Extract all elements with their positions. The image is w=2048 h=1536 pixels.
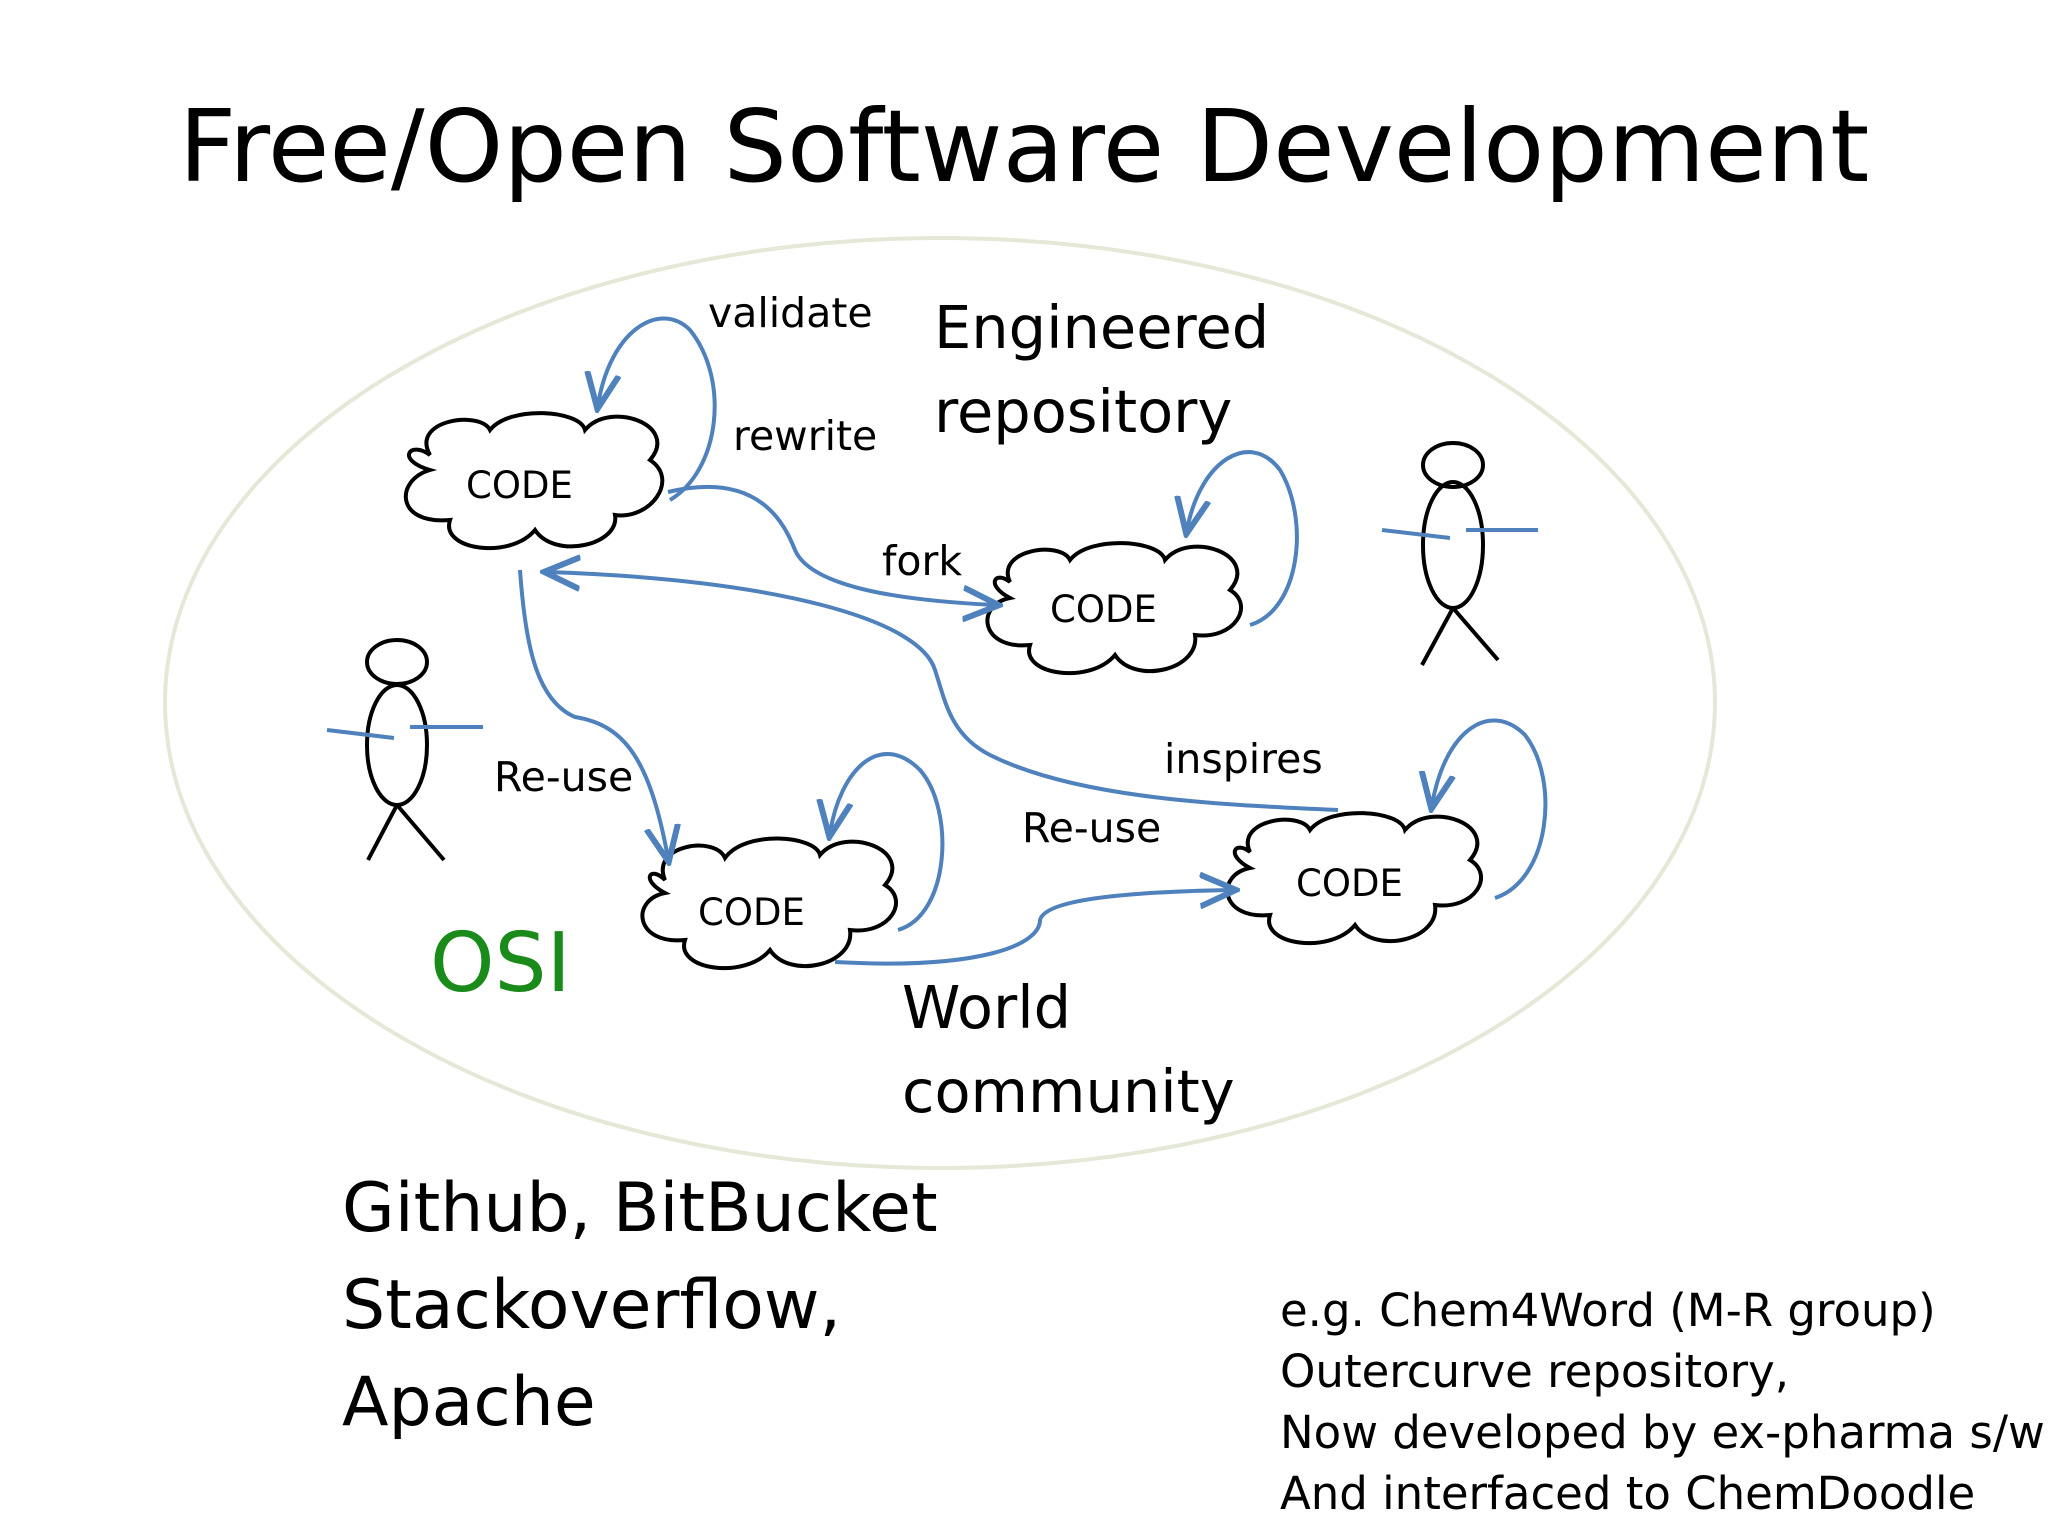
world-community-label: World community (902, 966, 1235, 1134)
person-figure-right (1420, 441, 1500, 666)
engineered-label-line-2: repository (934, 377, 1233, 446)
fork-arrow (667, 484, 995, 605)
person-figure-left (365, 638, 446, 862)
inspires-arrow (548, 572, 1339, 812)
bottom-left-text: Github, BitBucket Stackoverflow, Apache (342, 1160, 938, 1451)
community-ellipse (163, 236, 1717, 1170)
bottom-left-line-3: Apache (342, 1363, 596, 1442)
inspires-label: inspires (1164, 735, 1323, 783)
reuse-left-label: Re-use (494, 753, 634, 801)
reuse-left-arrow (518, 569, 668, 858)
bottom-right-line-2: Outercurve repository, (1280, 1345, 1790, 1398)
slide-title: Free/Open Software Development (178, 88, 1870, 205)
bottom-left-line-1: Github, BitBucket (342, 1169, 938, 1248)
reuse-right-label: Re-use (1022, 804, 1162, 852)
code-label-bottom-right: CODE (1296, 862, 1403, 905)
rewrite-label: rewrite (733, 412, 878, 460)
self-loop-top-left-arrow (598, 316, 717, 502)
bottom-right-note: e.g. Chem4Word (M-R group) Outercurve re… (1280, 1280, 2045, 1524)
self-loop-top-right-arrow (1187, 450, 1299, 627)
osi-label: OSI (430, 916, 571, 1011)
bottom-right-line-4: And interfaced to ChemDoodle (1280, 1467, 1976, 1520)
code-label-top-left: CODE (466, 464, 573, 507)
reuse-right-arrow (834, 890, 1232, 966)
bottom-right-line-1: e.g. Chem4Word (M-R group) (1280, 1284, 1936, 1337)
code-cloud-top-right (985, 541, 1243, 676)
code-cloud-bottom-left (640, 836, 898, 971)
self-loop-bottom-right-arrow (1432, 718, 1548, 900)
validate-label: validate (708, 289, 873, 337)
bottom-right-line-3: Now developed by ex-pharma s/w (1280, 1406, 2045, 1459)
code-label-bottom-left: CODE (698, 891, 805, 934)
code-cloud-top-left (403, 411, 665, 551)
fork-label: fork (882, 537, 963, 585)
engineered-label-line-1: Engineered (934, 293, 1270, 362)
self-loop-bottom-left-arrow (830, 751, 945, 932)
code-label-top-right: CODE (1050, 588, 1157, 631)
engineered-label: Engineered repository (934, 286, 1269, 454)
world-label-line-1: World (902, 973, 1072, 1042)
world-label-line-2: community (902, 1057, 1235, 1126)
bottom-left-line-2: Stackoverflow, (342, 1266, 842, 1345)
